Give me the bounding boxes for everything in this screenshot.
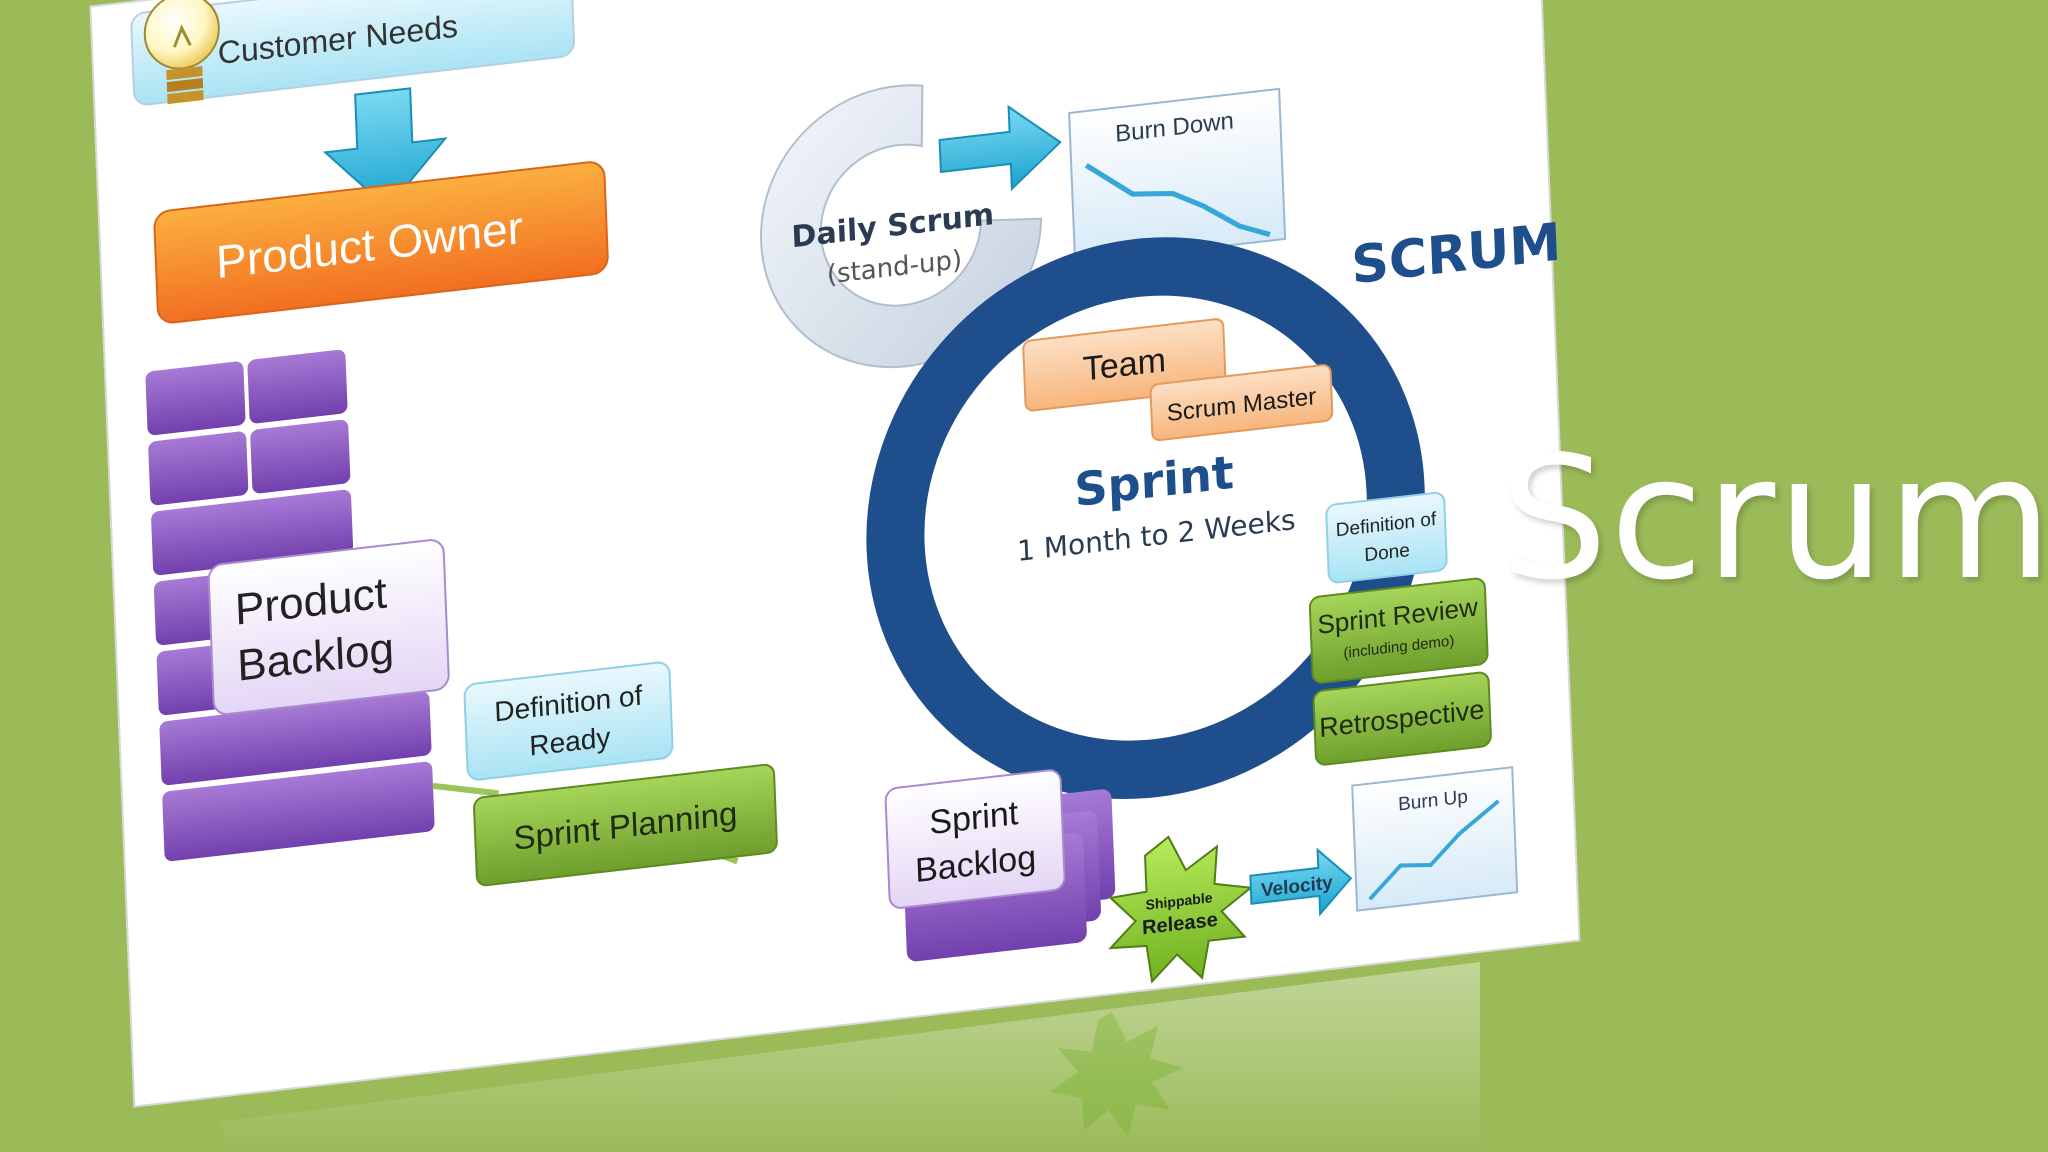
product-owner-box: Product Owner [153, 161, 609, 324]
sprint-ring [866, 237, 1425, 799]
product-backlog-stack: Product Backlog [145, 349, 450, 862]
slide-title: Scrum [1500, 420, 2048, 618]
sprint-review-box: Sprint Review (including demo) [1308, 577, 1489, 684]
backlog-to-planning-connector [432, 782, 500, 797]
reflection-star [1050, 1012, 1184, 1136]
retrospective-box: Retrospective [1312, 671, 1492, 766]
sprint-backlog-card [884, 769, 1066, 909]
board-reflection [220, 962, 1480, 1152]
burn-down-chart: Burn Down [1068, 87, 1287, 265]
release-top-label: Shippable [1145, 889, 1213, 913]
down-arrow-icon [322, 87, 448, 210]
burn-up-line [1368, 799, 1500, 901]
sprint-backlog-stack: Sprint Backlog [884, 769, 1116, 962]
definition-of-done-line2: Done [1364, 540, 1410, 566]
scrum-board: Customer Needs Product Owner [89, 0, 1581, 1108]
definition-of-ready-box: Definition of Ready [463, 661, 674, 781]
customer-needs-box: Customer Needs [130, 0, 576, 106]
burn-down-line [1084, 163, 1271, 238]
scrum-master-box: Scrum Master [1149, 364, 1334, 442]
burn-up-chart: Burn Up [1351, 766, 1519, 912]
shippable-release-burst: Shippable Release [1108, 835, 1254, 984]
definition-of-done-box: Definition of Done [1325, 491, 1448, 584]
right-arrow-icon [938, 104, 1062, 192]
lightbulb-icon [143, 0, 220, 105]
sprint-planning-box: Sprint Planning [473, 763, 778, 887]
product-backlog-card [207, 539, 450, 716]
velocity-arrow: Velocity [1249, 847, 1353, 917]
